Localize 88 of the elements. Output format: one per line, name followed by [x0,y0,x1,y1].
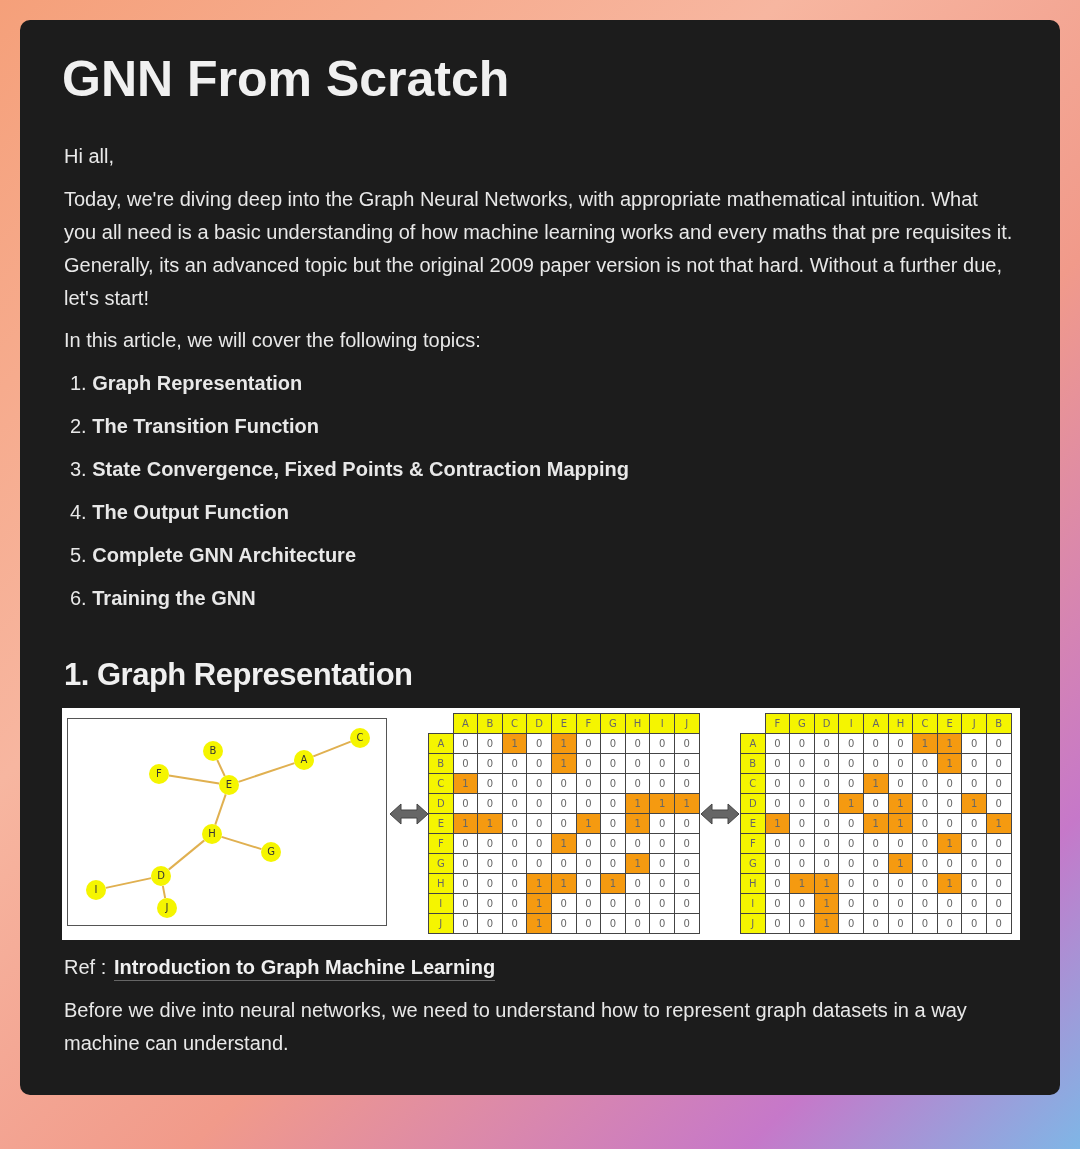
matrix-cell: 1 [863,773,889,794]
reference-link: Introduction to Graph Machine Learning [114,954,496,981]
matrix-header-cell: B [477,713,503,734]
graph-node: G [261,842,281,862]
graph-node: C [350,728,370,748]
matrix-header-cell: I [838,713,864,734]
matrix-header-cell: F [764,713,791,734]
matrix-cell: 1 [986,813,1012,834]
matrix-header-cell: A [863,713,889,734]
matrix-header-cell: A [452,713,479,734]
matrix-cell: 1 [649,793,675,814]
graph-node: B [203,741,223,761]
matrix-cell: 1 [551,873,577,894]
matrix-cell: 1 [526,913,552,934]
graph-node: I [86,880,106,900]
graph-edge [104,877,153,889]
graph-edge [237,762,296,783]
topic-list-item: 5. Complete GNN Architecture [70,543,356,568]
matrix-header-cell: F [740,833,766,854]
matrix-header-cell: A [740,733,766,754]
graph-node: E [219,775,239,795]
reference-label: Ref : [64,955,107,980]
graph-node: J [157,898,177,918]
graph-node: H [202,824,222,844]
topics-intro: In this article, we will cover the following topics: [64,328,481,353]
matrix-header-cell: D [740,793,766,814]
matrix-header-cell: J [961,713,987,734]
matrix-header-cell: G [789,713,815,734]
graph-edge [216,759,226,777]
topic-list-item: 3. State Convergence, Fixed Points & Contraction Mapping [70,457,629,482]
matrix-header-cell: C [740,773,766,794]
graph-node: A [294,750,314,770]
graph-node: F [149,764,169,784]
graph-edge [220,835,263,851]
matrix-cell: 1 [813,913,840,934]
topic-list-item: 6. Training the GNN [70,586,256,611]
graph-edge [312,740,352,758]
graph-node: D [151,866,171,886]
matrix-header-cell: B [740,753,766,774]
matrix-header-cell: F [428,833,454,854]
matrix-cell: 1 [477,813,503,834]
graph-edge [161,884,167,900]
matrix-cell: 0 [674,913,700,934]
matrix-header-cell: J [740,913,766,934]
matrix-header-cell: E [428,813,454,834]
topic-list-item: 1. Graph Representation [70,371,303,396]
topic-list-item: 2. The Transition Function [70,414,319,439]
matrix-header-cell: I [740,893,766,914]
matrix-header-cell: E [740,813,766,834]
matrix-header-cell: B [428,753,454,774]
matrix-header-cell: J [428,913,454,934]
matrix-cell: 1 [961,793,987,814]
matrix-header-cell: G [740,853,766,874]
matrix-cell: 1 [838,793,864,814]
matrix-cell: 1 [863,813,889,834]
page-title: GNN From Scratch [62,50,510,108]
matrix-header-cell: J [674,713,700,734]
graph-edge [214,793,227,826]
matrix-header-cell: G [428,853,454,874]
graph-edge [167,839,206,871]
intro-greeting: Hi all, [64,144,114,169]
matrix-cell: 1 [789,873,815,894]
matrix-header-cell: G [600,713,626,734]
matrix-cell: 1 [551,753,577,774]
section-heading: 1. Graph Representation [64,658,413,691]
matrix-cell: 1 [912,733,938,754]
topic-list-item: 4. The Output Function [70,500,289,525]
matrix-header-cell: A [428,733,454,754]
matrix-cell: 1 [551,733,577,754]
matrix-cell: 1 [526,893,552,914]
graph-edge [167,774,221,785]
intro-paragraph: Today, we're diving deep into the Graph Neural Networks, with appropriate mathematical intuition. What you all need is a basic understanding of how machine learning works and every maths that pre requisites it. Generally, its an advanced topic but the original 2009 paper version is not that hard. Without a further due, let's start! [64,187,1014,311]
matrix-cell: 0 [986,913,1012,934]
matrix-header-cell: H [740,873,766,894]
matrix-header-cell: D [526,713,552,734]
matrix-header-cell: I [428,893,454,914]
matrix-header-cell: I [649,713,675,734]
matrix-header-cell: C [428,773,454,794]
matrix-cell: 1 [674,793,700,814]
matrix-header-cell: C [912,713,938,734]
matrix-header-cell: B [986,713,1012,734]
matrix-cell: 1 [600,873,626,894]
matrix-header-cell: D [428,793,454,814]
closing-paragraph: Before we dive into neural networks, we need to understand how to represent graph datasets in a way machine can understand. [64,998,968,1056]
matrix-header-cell: H [428,873,454,894]
matrix-header-cell: E [551,713,577,734]
matrix-cell: 1 [551,833,577,854]
matrix-cell: 1 [526,873,552,894]
